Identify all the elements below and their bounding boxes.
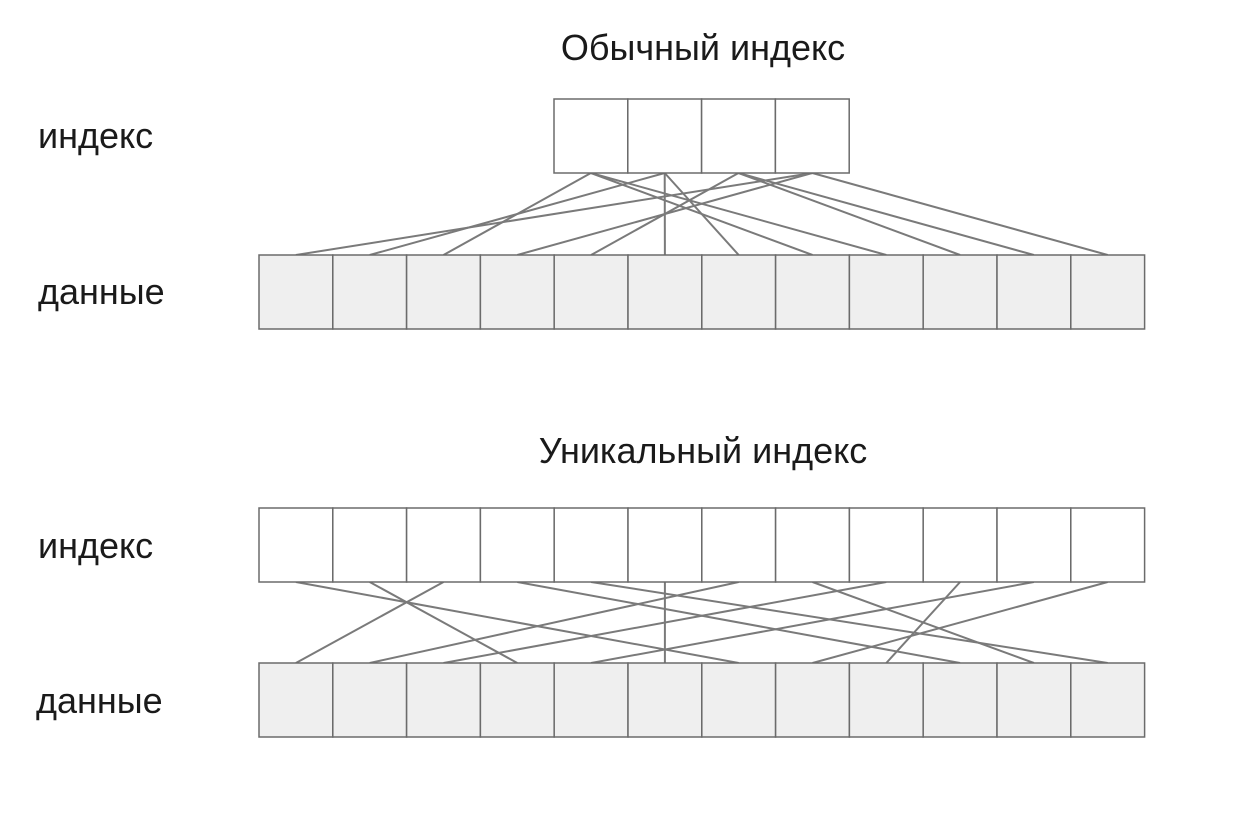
unique-link-4 — [517, 581, 961, 664]
unique-index-cell-2 — [332, 507, 408, 583]
unique-index-cell-8 — [774, 507, 851, 583]
unique-link-3 — [295, 581, 444, 664]
unique-data-cell-7 — [701, 662, 777, 738]
regular-index-row-label: индекс — [38, 115, 153, 156]
regular-data-cell-4 — [479, 254, 555, 330]
regular-data-cell-3 — [405, 254, 482, 330]
unique-link-7 — [369, 581, 739, 664]
unique-index-cells — [258, 507, 1146, 583]
unique-data-cell-1 — [258, 662, 334, 738]
regular-data-cell-11 — [996, 254, 1072, 330]
regular-link-11 — [295, 172, 813, 256]
unique-index-cell-6 — [627, 507, 703, 583]
unique-data-cell-11 — [996, 662, 1072, 738]
unique-index-cell-12 — [1070, 507, 1146, 583]
unique-data-cell-2 — [332, 662, 408, 738]
regular-index-diagram: Обычный индекс индекс данные — [38, 27, 1146, 330]
regular-data-cell-6 — [627, 254, 703, 330]
unique-data-cell-5 — [553, 662, 629, 738]
unique-index-cell-3 — [405, 507, 482, 583]
regular-data-cell-2 — [332, 254, 408, 330]
unique-data-cells — [258, 662, 1146, 738]
unique-index-cell-5 — [553, 507, 629, 583]
unique-link-2 — [369, 581, 518, 664]
unique-data-cell-12 — [1070, 662, 1146, 738]
unique-data-cell-3 — [405, 662, 482, 738]
regular-index-cell-4 — [774, 98, 850, 174]
regular-data-cell-10 — [922, 254, 998, 330]
unique-data-cell-10 — [922, 662, 998, 738]
regular-data-cell-1 — [258, 254, 334, 330]
unique-link-10 — [885, 581, 961, 664]
unique-index-row-label: индекс — [38, 525, 153, 566]
regular-link-6 — [663, 172, 740, 256]
unique-index-diagram: Уникальный индекс индекс данные — [36, 430, 1146, 738]
unique-index-cell-10 — [922, 507, 998, 583]
regular-data-cell-12 — [1070, 254, 1146, 330]
regular-link-12 — [812, 172, 1108, 256]
unique-data-row-label: данные — [36, 680, 163, 721]
regular-index-cells — [553, 98, 850, 174]
unique-index-cell-1 — [258, 507, 334, 583]
unique-index-cell-9 — [848, 507, 924, 583]
unique-link-9 — [443, 581, 887, 664]
unique-index-cell-7 — [701, 507, 777, 583]
regular-data-cell-8 — [774, 254, 851, 330]
regular-data-cell-9 — [848, 254, 924, 330]
regular-data-cells — [258, 254, 1146, 330]
unique-data-cell-8 — [774, 662, 851, 738]
unique-data-cell-4 — [479, 662, 555, 738]
regular-index-cell-1 — [553, 98, 629, 174]
unique-index-cell-11 — [996, 507, 1072, 583]
regular-index-cell-3 — [700, 98, 777, 174]
regular-link-9 — [738, 172, 1035, 256]
regular-link-10 — [517, 172, 813, 256]
regular-data-cell-5 — [553, 254, 629, 330]
regular-link-4 — [369, 172, 665, 256]
regular-link-8 — [738, 172, 961, 256]
regular-link-3 — [590, 172, 887, 256]
unique-link-12 — [812, 581, 1108, 664]
unique-data-cell-9 — [848, 662, 924, 738]
unique-index-cell-4 — [479, 507, 555, 583]
unique-link-11 — [590, 581, 1035, 664]
regular-index-title: Обычный индекс — [561, 27, 845, 68]
regular-index-cell-2 — [627, 98, 703, 174]
regular-data-cell-7 — [701, 254, 777, 330]
unique-links — [295, 581, 1108, 664]
regular-links — [295, 172, 1108, 256]
regular-data-row-label: данные — [38, 271, 165, 312]
unique-data-cell-6 — [627, 662, 703, 738]
unique-index-title: Уникальный индекс — [539, 430, 868, 471]
